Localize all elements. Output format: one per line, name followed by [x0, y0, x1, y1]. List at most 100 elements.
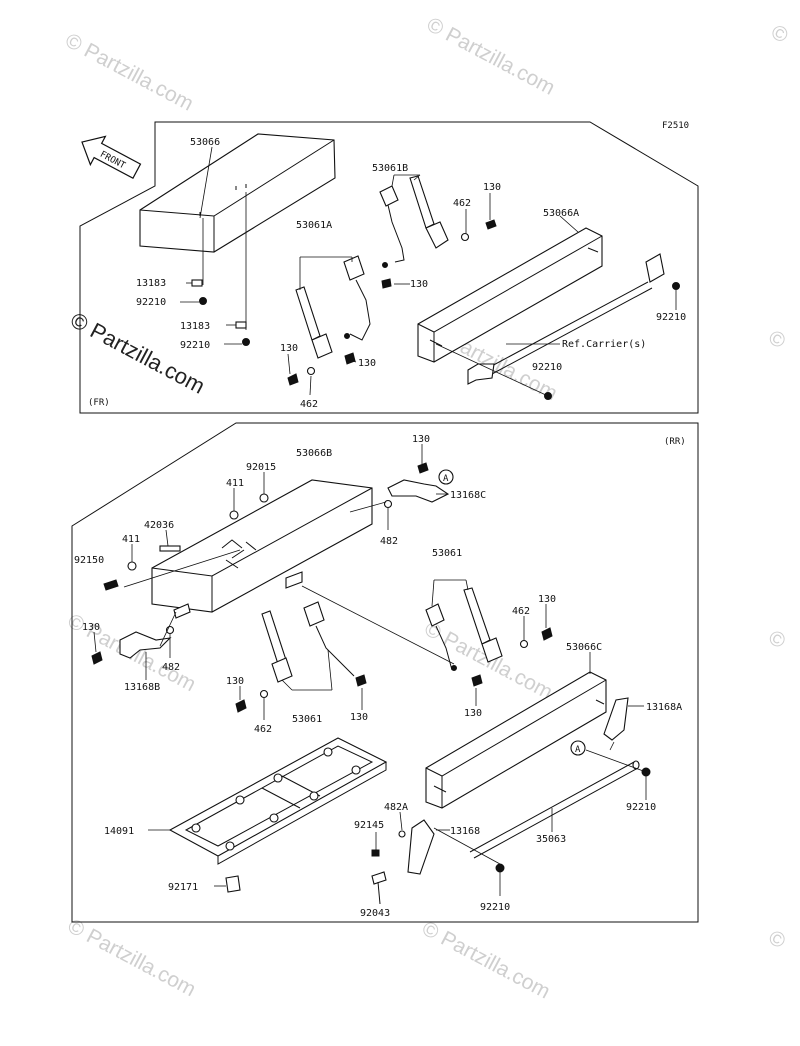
label-482-a: 482 — [380, 536, 398, 547]
nut-92210-rr-b — [495, 863, 505, 873]
svg-text:©: © — [765, 326, 790, 354]
washer-462-rr-b — [519, 639, 529, 649]
bolt-130-mid — [381, 278, 392, 289]
ref-carrier-note: Ref.Carrier(s) — [562, 339, 646, 350]
label-130-fr-mid: 130 — [410, 279, 428, 290]
washer-482-a — [383, 499, 393, 509]
label-482-c: 482 — [162, 662, 180, 673]
label-92171: 92171 — [168, 882, 198, 893]
label-92210-fr-a: 92210 — [136, 297, 166, 308]
nut-92210-d — [544, 392, 552, 400]
clip-13183-a — [191, 279, 203, 287]
label-13168a: 13168A — [646, 702, 682, 713]
seat-belt-53061-left — [261, 601, 355, 683]
label-462-fr-d: 462 — [300, 399, 318, 410]
svg-text:©: © — [765, 926, 790, 954]
label-92210-rr-b: 92210 — [480, 902, 510, 913]
label-92210-fr-b: 92210 — [180, 340, 210, 351]
label-130-fr-top: 130 — [483, 182, 501, 193]
label-92043: 92043 — [360, 908, 390, 919]
label-130-rr-f: 130 — [464, 708, 482, 719]
label-35063: 35063 — [536, 834, 566, 845]
label-92210-rr-a: 92210 — [626, 802, 656, 813]
seat-cushion-53066 — [139, 133, 336, 253]
fr-section-label: (FR) — [88, 398, 110, 408]
label-53061a: 53061A — [296, 220, 332, 231]
bolt-130-top — [485, 219, 497, 230]
nut-92145 — [371, 849, 380, 857]
svg-text:© Partzilla.com: © Partzilla.com — [64, 914, 200, 1001]
label-53061-rr-right: 53061 — [432, 548, 462, 559]
bolt-130-rr-b — [541, 627, 553, 641]
bolt-130-rr-f — [471, 674, 483, 687]
label-13183-b: 13183 — [180, 321, 210, 332]
label-462-fr-top: 462 — [453, 198, 471, 209]
label-14091: 14091 — [104, 826, 134, 837]
bolt-130-c — [287, 373, 299, 386]
svg-text:© Partzilla.com: © Partzilla.com — [418, 917, 554, 1004]
label-462-rr-d: 462 — [254, 724, 272, 735]
label-13168: 13168 — [450, 826, 480, 837]
seat-cushion-53066b — [151, 479, 373, 619]
svg-text:A: A — [443, 474, 449, 484]
svg-text:©: © — [765, 626, 790, 654]
seat-belt-53061-right — [425, 587, 503, 671]
carrier-bar-fr — [467, 253, 665, 385]
nut-92015 — [259, 493, 269, 503]
bracket-13168c — [387, 479, 450, 503]
figure-code: F2510 — [662, 121, 689, 131]
label-130-rr-b: 130 — [538, 594, 556, 605]
nut-92210-a — [199, 297, 207, 305]
washer-411-a — [229, 510, 239, 520]
label-53066a: 53066A — [543, 208, 579, 219]
label-130-fr-c: 130 — [280, 343, 298, 354]
bracket-13168a — [603, 697, 629, 741]
label-53066b: 53066B — [296, 448, 332, 459]
nut-92210-b — [242, 338, 250, 346]
seat-belt-53061b — [379, 175, 449, 268]
callout-a1: A — [438, 469, 454, 485]
seat-back-53066a — [417, 227, 603, 363]
label-130-rr-c: 130 — [82, 622, 100, 633]
label-53061-rr-left: 53061 — [292, 714, 322, 725]
label-130-rr-top: 130 — [412, 434, 430, 445]
fr-section-frame — [79, 121, 699, 414]
grommet-92171 — [225, 875, 241, 893]
bolt-130-rr-c — [91, 651, 103, 665]
bolt-130-d — [344, 352, 356, 365]
callout-a2: A — [570, 740, 586, 756]
bracket-13168 — [407, 819, 435, 875]
label-53066c: 53066C — [566, 642, 602, 653]
label-130-rr-e: 130 — [350, 712, 368, 723]
seat-back-53066c — [425, 671, 607, 809]
front-arrow-icon: FRONT — [81, 135, 142, 180]
label-53066: 53066 — [190, 137, 220, 148]
bracket-13168b — [119, 631, 172, 659]
label-13183-a: 13183 — [136, 278, 166, 289]
svg-text:©: © — [767, 20, 792, 48]
label-462-rr-b: 462 — [512, 606, 530, 617]
label-92145: 92145 — [354, 820, 384, 831]
label-13168c: 13168C — [450, 490, 486, 501]
washer-462-top — [460, 232, 470, 242]
svg-text:A: A — [575, 745, 581, 755]
label-411-a: 411 — [226, 478, 244, 489]
nut-92210-c — [672, 282, 680, 290]
floor-panel-14091 — [168, 737, 388, 865]
bolt-92043 — [371, 871, 387, 905]
bolt-130-rr-e — [355, 674, 367, 687]
label-42036: 42036 — [144, 520, 174, 531]
label-13168b: 13168B — [124, 682, 160, 693]
label-130-fr-d: 130 — [358, 358, 376, 369]
label-411-b: 411 — [122, 534, 140, 545]
rod-35063 — [469, 760, 640, 859]
label-92150: 92150 — [74, 555, 104, 566]
label-482a: 482A — [384, 802, 408, 813]
bolt-130-rr-top — [417, 462, 429, 474]
clip-13183-b — [235, 321, 247, 329]
label-92015: 92015 — [246, 462, 276, 473]
washer-462-rr-d — [259, 689, 269, 699]
washer-462-d — [306, 366, 316, 376]
rr-section-label: (RR) — [664, 437, 686, 447]
